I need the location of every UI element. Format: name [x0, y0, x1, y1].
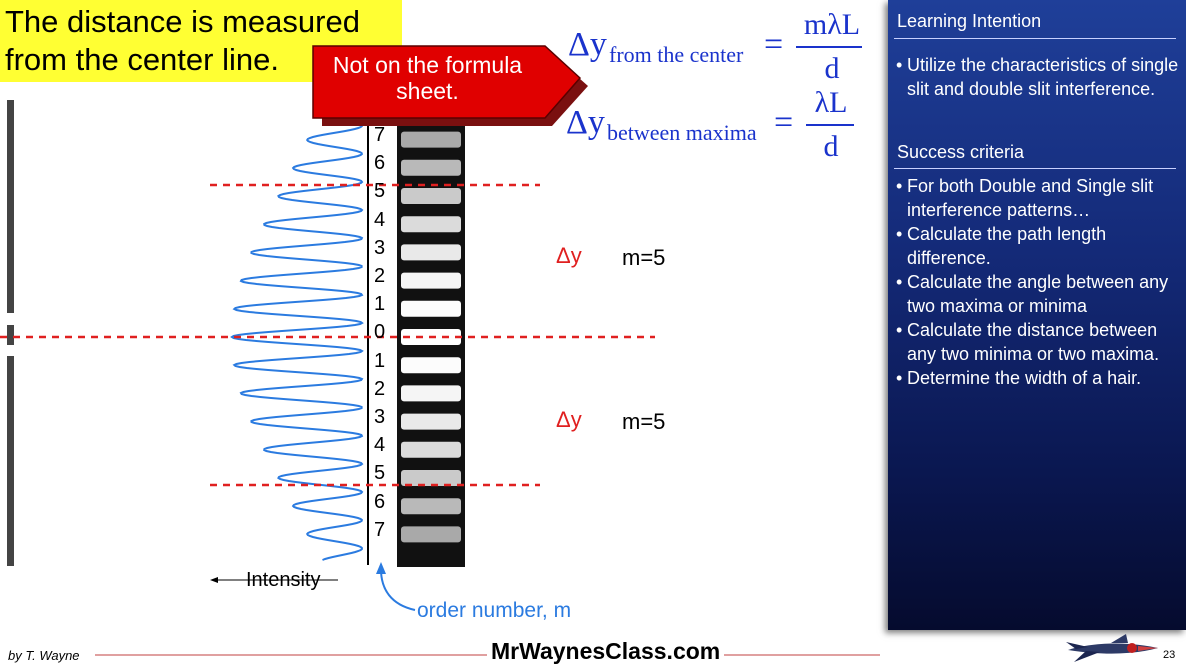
order-number-arrowhead — [376, 562, 386, 574]
bright-fringe — [401, 244, 461, 261]
formula-center: Δy from the center = mλL d — [568, 8, 878, 88]
order-number: 3 — [374, 406, 386, 428]
footer-site[interactable]: MrWaynesClass.com — [487, 638, 725, 665]
formula-center-fraction-bar — [796, 46, 862, 48]
learning-heading-rule — [894, 38, 1176, 39]
formula-center-subscript: from the center — [609, 42, 744, 67]
callout-text: Not on the formula sheet. — [332, 52, 523, 104]
panel-list-item: Determine the width of a hair. — [896, 366, 1181, 390]
order-number: 7 — [374, 124, 386, 146]
footer-author: by T. Wayne — [8, 648, 80, 663]
bright-fringe — [401, 188, 461, 204]
success-criteria-list: For both Double and Single slit interfer… — [896, 174, 1181, 390]
slide-title: The distance is measured from the center… — [5, 4, 360, 77]
formula-between: Δy between maxima = λL d — [566, 86, 876, 166]
order-number: 0 — [374, 321, 386, 344]
order-number: 2 — [374, 377, 386, 400]
formula-center-equals: = — [764, 26, 784, 63]
panel-list-item: Calculate the path length difference. — [896, 222, 1181, 270]
fringe-pattern — [397, 112, 465, 567]
intensity-label: Intensity — [246, 569, 321, 591]
page-number: 23 — [1163, 649, 1176, 661]
bright-fringe — [401, 131, 461, 148]
panel-list-item: Utilize the characteristics of single sl… — [896, 53, 1181, 101]
formula-between-subscript: between maxima — [607, 120, 757, 145]
order-number: 5 — [374, 180, 386, 203]
upper-m-label: m=5 — [622, 245, 666, 270]
formula-between-lhs: Δy — [566, 104, 605, 141]
order-number: 7 — [374, 518, 386, 541]
order-number: 6 — [374, 490, 386, 513]
barrier-middle — [7, 325, 14, 345]
panel-list-item: Calculate the angle between any two maxi… — [896, 270, 1181, 318]
bright-fringe — [401, 526, 461, 543]
panel-list-item: Calculate the distance between any two m… — [896, 318, 1181, 366]
bright-fringe — [401, 470, 461, 486]
formula-center-lhs: Δy — [568, 26, 607, 63]
barrier-top — [7, 100, 14, 313]
bright-fringe — [401, 300, 461, 317]
order-number-label: order number, m — [417, 599, 572, 622]
order-number-arrow — [379, 565, 416, 611]
bright-fringe — [401, 272, 461, 289]
order-number: 4 — [374, 208, 386, 231]
lower-m-label: m=5 — [622, 409, 666, 434]
order-number: 6 — [374, 152, 386, 175]
learning-intention-heading: Learning Intention — [897, 11, 1042, 31]
order-number: 1 — [374, 349, 386, 372]
barrier-bottom — [7, 356, 14, 566]
intensity-wave — [230, 117, 364, 561]
upper-delta-y-label: Δy — [556, 243, 582, 268]
order-number: 3 — [374, 236, 386, 259]
formula-between-fraction-bar — [806, 124, 854, 126]
order-number: 5 — [374, 462, 386, 485]
order-number: 4 — [374, 434, 386, 457]
formula-center-denominator: d — [824, 52, 840, 85]
lower-delta-y-label: Δy — [556, 407, 582, 432]
bright-fringe — [401, 159, 461, 176]
success-heading-rule — [894, 168, 1176, 169]
intensity-arrowhead — [210, 577, 218, 583]
formula-between-denominator: d — [823, 130, 839, 163]
rocket-logo-icon — [1066, 634, 1158, 662]
interference-diagram — [0, 45, 880, 656]
formula-between-numerator: λL — [814, 86, 848, 119]
bright-fringe — [401, 216, 461, 233]
success-criteria-heading: Success criteria — [897, 142, 1025, 162]
bright-fringe — [401, 498, 461, 515]
title-box: The distance is measured from the center… — [0, 0, 402, 82]
bright-fringe — [401, 385, 461, 402]
bright-fringe — [401, 441, 461, 458]
callout-arrow — [312, 45, 582, 119]
bright-fringe — [401, 357, 461, 374]
formula-center-numerator: mλL — [803, 8, 861, 41]
formula-between-equals: = — [774, 104, 794, 141]
order-number: 1 — [374, 293, 386, 316]
panel-list-item: For both Double and Single slit interfer… — [896, 174, 1181, 222]
order-number: 2 — [374, 265, 386, 287]
bright-fringe — [401, 413, 461, 430]
learning-intention-list: Utilize the characteristics of single sl… — [896, 53, 1181, 101]
